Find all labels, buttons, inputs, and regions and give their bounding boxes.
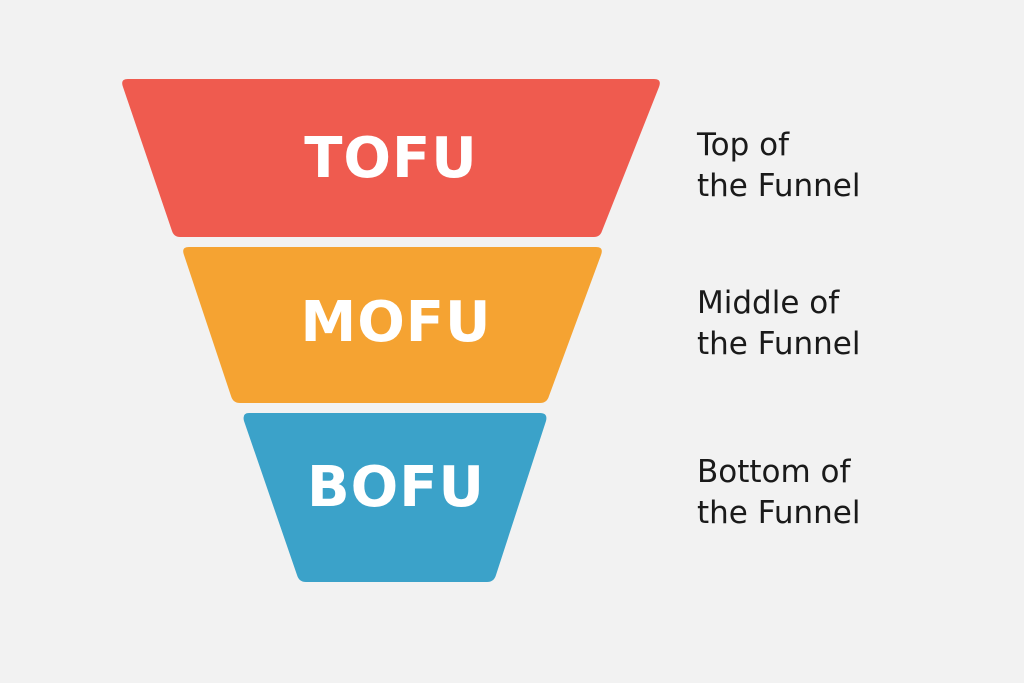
description-line: the Funnel xyxy=(697,168,861,204)
funnel-segment-bofu-label: BOFU xyxy=(307,455,485,520)
funnel-segment-tofu-label: TOFU xyxy=(304,126,478,191)
funnel-segment-bofu: BOFU xyxy=(243,413,547,582)
funnel-description-mofu: Middle of the Funnel xyxy=(697,283,1017,365)
description-line: Bottom of xyxy=(697,454,851,490)
funnel-segment-tofu-shape xyxy=(122,79,660,237)
funnel-segment-mofu-shape xyxy=(183,247,602,403)
funnel-description-tofu: Top of the Funnel xyxy=(697,125,1017,207)
funnel-segment-mofu: MOFU xyxy=(183,247,602,403)
description-line: Top of xyxy=(697,127,790,163)
funnel-segment-tofu: TOFU xyxy=(122,79,660,237)
funnel-description-bofu: Bottom of the Funnel xyxy=(697,452,1017,534)
description-line: the Funnel xyxy=(697,326,861,362)
description-line: Middle of xyxy=(697,285,840,321)
funnel-segment-mofu-label: MOFU xyxy=(300,290,491,355)
funnel-segment-bofu-shape xyxy=(243,413,547,582)
description-line: the Funnel xyxy=(697,495,861,531)
